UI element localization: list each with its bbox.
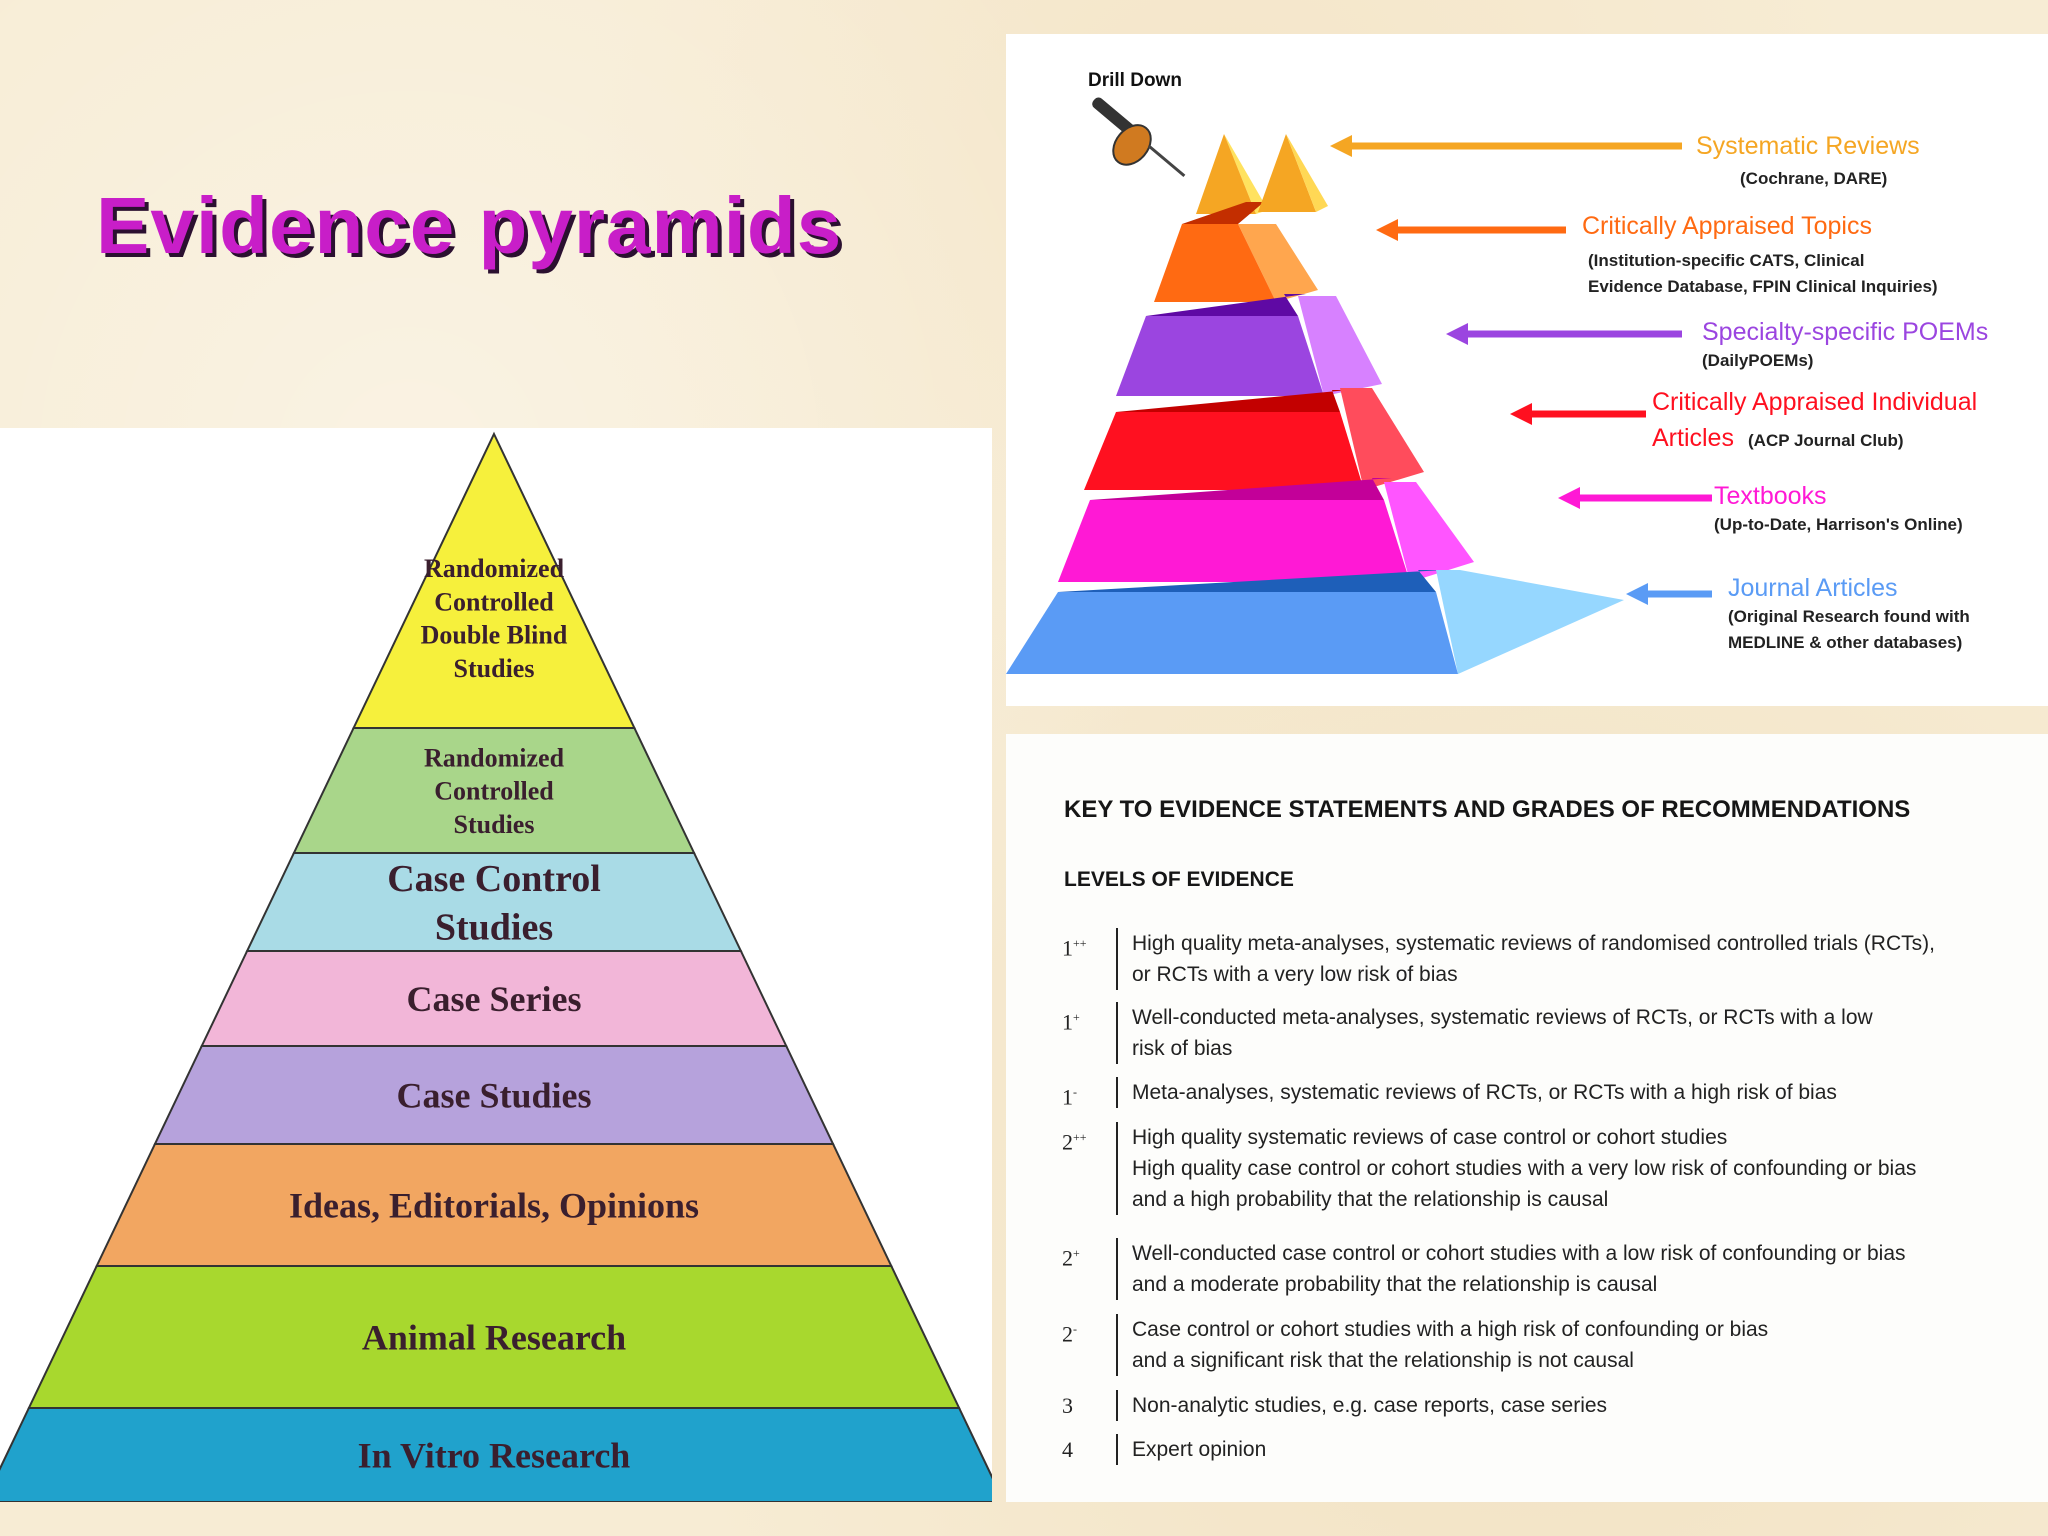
evidence-level-row: 2+ Well-conducted case control or cohort … bbox=[1062, 1238, 1992, 1300]
evidence-level-description: Non-analytic studies, e.g. case reports,… bbox=[1116, 1390, 1992, 1421]
pyramid-apex-side bbox=[1286, 134, 1328, 212]
evidence-level-row: 1- Meta-analyses, systematic reviews of R… bbox=[1062, 1077, 1992, 1112]
level-source: (Cochrane, DARE) bbox=[1740, 169, 1887, 188]
evidence-level-code: 2++ bbox=[1062, 1129, 1087, 1155]
pyramid-step-side bbox=[1224, 134, 1268, 214]
evidence-level-row: 1++ High quality meta-analyses, systemati… bbox=[1062, 928, 1992, 990]
evidence-level-code: 1+ bbox=[1062, 1009, 1080, 1035]
pyramid-step-5 bbox=[1058, 500, 1410, 582]
pyramid-step-ledge bbox=[1090, 478, 1392, 500]
pyramid-tier-label: Animal Research bbox=[362, 1318, 626, 1358]
level-heading: Specialty-specific POEMs bbox=[1702, 318, 1988, 346]
drill-icon bbox=[1092, 97, 1186, 177]
evidence-level-description: Well-conducted case control or cohort st… bbox=[1116, 1238, 1992, 1300]
levels-subtitle: LEVELS OF EVIDENCE bbox=[1064, 868, 1294, 891]
arrow-head-icon bbox=[1558, 487, 1580, 509]
level-heading: Critically Appraised Topics bbox=[1582, 212, 1872, 240]
pyramid-tier-label: Controlled bbox=[434, 587, 554, 616]
level-heading-line2: Articles bbox=[1652, 424, 1734, 452]
arrow-head-icon bbox=[1330, 135, 1352, 157]
level-source: (DailyPOEMs) bbox=[1702, 351, 1813, 370]
key-title: KEY TO EVIDENCE STATEMENTS AND GRADES OF… bbox=[1064, 796, 1911, 823]
pyramid-tier-label: Case Studies bbox=[396, 1076, 591, 1116]
level-heading: Systematic Reviews bbox=[1696, 132, 1920, 160]
pyramid-tier-label: Case Series bbox=[407, 979, 582, 1019]
evidence-level-description: Expert opinion bbox=[1116, 1434, 1992, 1465]
level-source: (Up-to-Date, Harrison's Online) bbox=[1714, 515, 1963, 534]
arrow-head-icon bbox=[1446, 323, 1468, 345]
pyramid-step-side bbox=[1238, 224, 1318, 302]
level-heading: Journal Articles bbox=[1728, 574, 1898, 602]
pyramid-step-1 bbox=[1196, 134, 1256, 214]
pyramid-step-6 bbox=[1006, 592, 1458, 674]
pyramid-step-side bbox=[1384, 482, 1474, 582]
level-source: Evidence Database, FPIN Clinical Inquiri… bbox=[1588, 277, 1938, 296]
evidence-level-description: High quality meta-analyses, systematic r… bbox=[1116, 928, 1992, 990]
pyramid-tier-label: Randomized bbox=[424, 554, 565, 583]
pyramid-tier-label: In Vitro Research bbox=[358, 1436, 631, 1476]
evidence-level-row: 2- Case control or cohort studies with a … bbox=[1062, 1314, 1992, 1376]
level-heading: Critically Appraised Individual bbox=[1652, 388, 1977, 416]
pyramid-tier-label: Studies bbox=[454, 654, 535, 683]
evidence-level-code: 1- bbox=[1062, 1084, 1077, 1110]
evidence-level-description: Meta-analyses, systematic reviews of RCT… bbox=[1116, 1077, 1992, 1108]
pyramid-tier-label: Case Control bbox=[387, 858, 601, 900]
pyramid-step-side bbox=[1340, 388, 1424, 490]
slide-title: Evidence pyramids bbox=[96, 181, 843, 270]
evidence-level-code: 4 bbox=[1062, 1437, 1073, 1462]
pyramid-step-2 bbox=[1154, 224, 1276, 302]
evidence-level-row: 2++ High quality systematic reviews of ca… bbox=[1062, 1122, 1992, 1215]
level-source: (Original Research found with bbox=[1728, 607, 1970, 626]
pyramid-step-ledge bbox=[1182, 202, 1264, 224]
pyramid-step-3 bbox=[1116, 316, 1324, 396]
evidence-level-code: 2+ bbox=[1062, 1245, 1080, 1271]
evidence-level-row: 4 Expert opinion bbox=[1062, 1434, 1992, 1465]
pyramid-step-side bbox=[1436, 570, 1624, 674]
level-source: (ACP Journal Club) bbox=[1748, 431, 1904, 450]
evidence-key-panel: KEY TO EVIDENCE STATEMENTS AND GRADES OF… bbox=[1006, 734, 2048, 1502]
evidence-level-code: 3 bbox=[1062, 1393, 1073, 1418]
pyramid-tier-label: Studies bbox=[435, 907, 553, 949]
pyramid-tier-label: Ideas, Editorials, Opinions bbox=[289, 1186, 699, 1226]
evidence-level-code: 1++ bbox=[1062, 935, 1087, 961]
arrow-head-icon bbox=[1626, 583, 1648, 605]
drill-down-label: Drill Down bbox=[1088, 70, 1182, 91]
evidence-level-row: 1+ Well-conducted meta-analyses, systemat… bbox=[1062, 1002, 1992, 1064]
pyramid-tier-label: Randomized bbox=[424, 743, 565, 772]
level-heading: Textbooks bbox=[1714, 482, 1827, 510]
pyramid-tier-label: Studies bbox=[454, 810, 535, 839]
pyramid-step-side bbox=[1298, 296, 1382, 396]
pyramid-step-ledge bbox=[1058, 570, 1444, 592]
arrow-head-icon bbox=[1376, 219, 1398, 241]
evidence-level-code: 2- bbox=[1062, 1321, 1077, 1347]
evidence-level-description: High quality systematic reviews of case … bbox=[1116, 1122, 1992, 1215]
pyramid-apex bbox=[1258, 134, 1316, 212]
pyramid-tier-label: Controlled bbox=[434, 777, 554, 806]
evidence-level-description: Well-conducted meta-analyses, systematic… bbox=[1116, 1002, 1992, 1064]
evidence-level-description: Case control or cohort studies with a hi… bbox=[1116, 1314, 1992, 1376]
pyramid-step-4 bbox=[1084, 412, 1364, 490]
pyramid-step-ledge bbox=[1146, 294, 1306, 316]
pyramid-tier-label: Double Blind bbox=[421, 621, 568, 650]
pyramid-step-ledge bbox=[1116, 390, 1348, 412]
level-source: (Institution-specific CATS, Clinical bbox=[1588, 251, 1864, 270]
evidence-level-row: 3 Non-analytic studies, e.g. case reports… bbox=[1062, 1390, 1992, 1421]
level-source: MEDLINE & other databases) bbox=[1728, 633, 1962, 652]
arrow-head-icon bbox=[1510, 403, 1532, 425]
